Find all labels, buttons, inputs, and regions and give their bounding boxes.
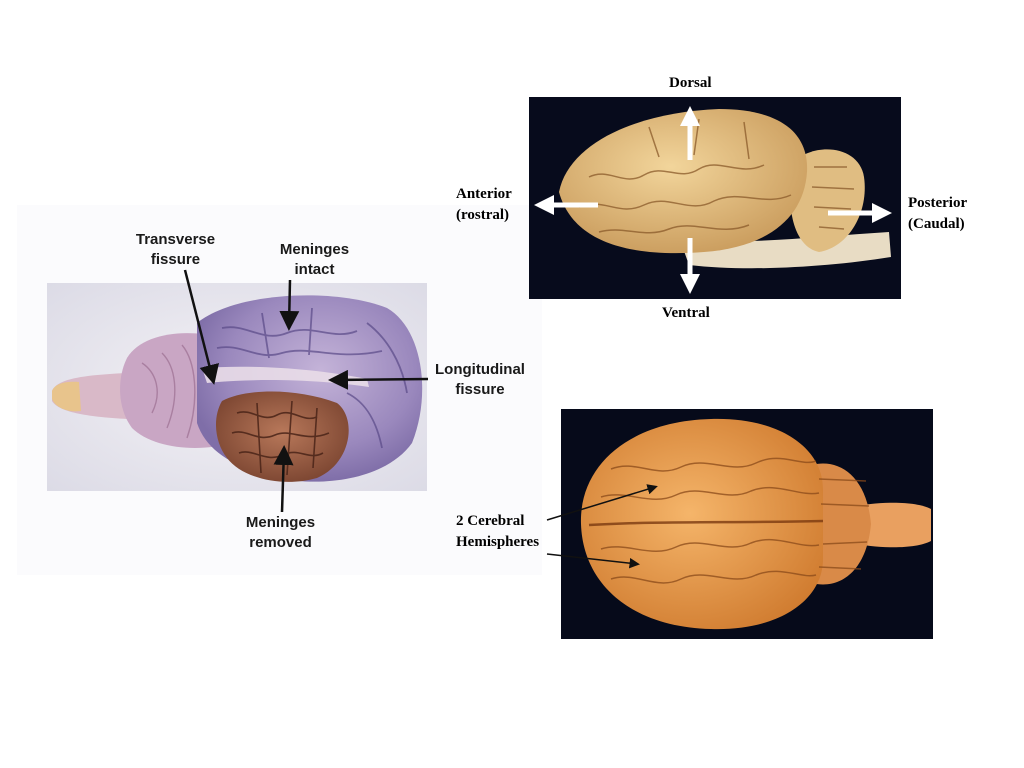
label-cerebral-hemispheres-line1: 2 Cerebral	[456, 513, 525, 529]
label-anterior-line2: (rostral)	[456, 207, 510, 223]
label-meninges-removed-line1: Meninges	[245, 514, 316, 531]
label-meninges-intact-line2: intact	[294, 261, 335, 278]
label-posterior-line1: Posterior	[908, 195, 968, 211]
label-cerebral-hemispheres-line2: Hemispheres	[456, 534, 540, 550]
label-meninges-removed: Meninges removed	[228, 513, 333, 553]
label-posterior-line2: (Caudal)	[908, 216, 965, 232]
label-posterior: Posterior (Caudal)	[908, 193, 967, 235]
label-dorsal: Dorsal	[669, 75, 712, 91]
label-longitudinal-fissure-line1: Longitudinal	[435, 361, 525, 378]
label-transverse-fissure-line1: Transverse	[135, 231, 216, 248]
label-transverse-fissure: Transverse fissure	[118, 230, 233, 270]
label-transverse-fissure-line2: fissure	[150, 251, 201, 268]
dorsal-brain-photo	[561, 409, 933, 639]
label-meninges-intact: Meninges intact	[262, 240, 367, 280]
meninges-brain-photo	[47, 283, 427, 491]
label-meninges-intact-line1: Meninges	[279, 241, 350, 258]
label-longitudinal-fissure-line2: fissure	[455, 381, 505, 398]
label-cerebral-hemispheres: 2 Cerebral Hemispheres	[456, 511, 539, 553]
label-ventral: Ventral	[662, 305, 710, 321]
label-anterior: Anterior (rostral)	[456, 184, 512, 226]
lateral-brain-photo	[529, 97, 901, 299]
label-anterior-line1: Anterior	[456, 186, 512, 202]
label-meninges-removed-line2: removed	[249, 534, 312, 551]
label-longitudinal-fissure: Longitudinal fissure	[425, 360, 535, 400]
